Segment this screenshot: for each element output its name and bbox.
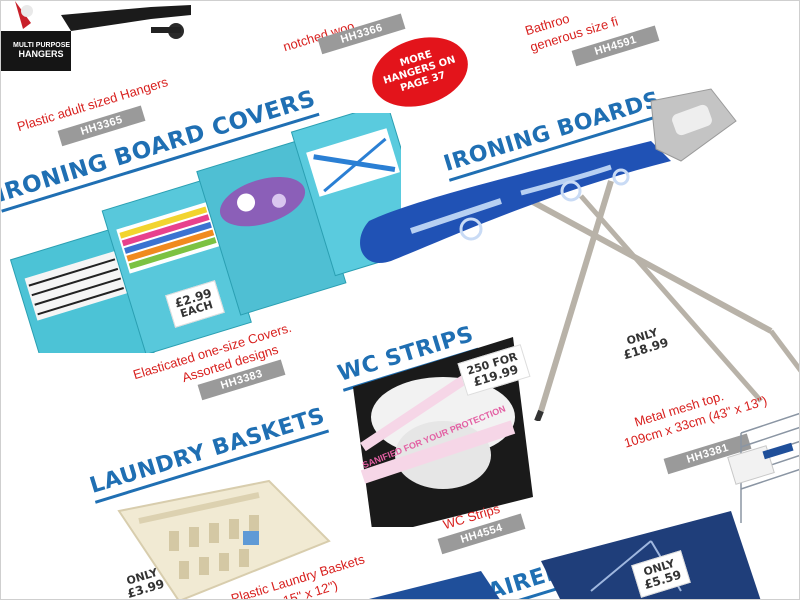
laundry-basket-photo bbox=[117, 479, 331, 599]
hangers-photo bbox=[1, 1, 201, 71]
hangers-pack-label: MULTI PURPOSE HANGERS bbox=[13, 41, 71, 59]
airer-photo-left bbox=[369, 571, 500, 599]
hangers-pack-label-line2: HANGERS bbox=[18, 49, 64, 59]
hangers-pack-label-line1: MULTI PURPOSE bbox=[13, 42, 71, 49]
ironing-board-photo bbox=[360, 88, 799, 421]
wc-strips-photo bbox=[353, 337, 533, 527]
airer-rack-photo bbox=[727, 413, 799, 523]
